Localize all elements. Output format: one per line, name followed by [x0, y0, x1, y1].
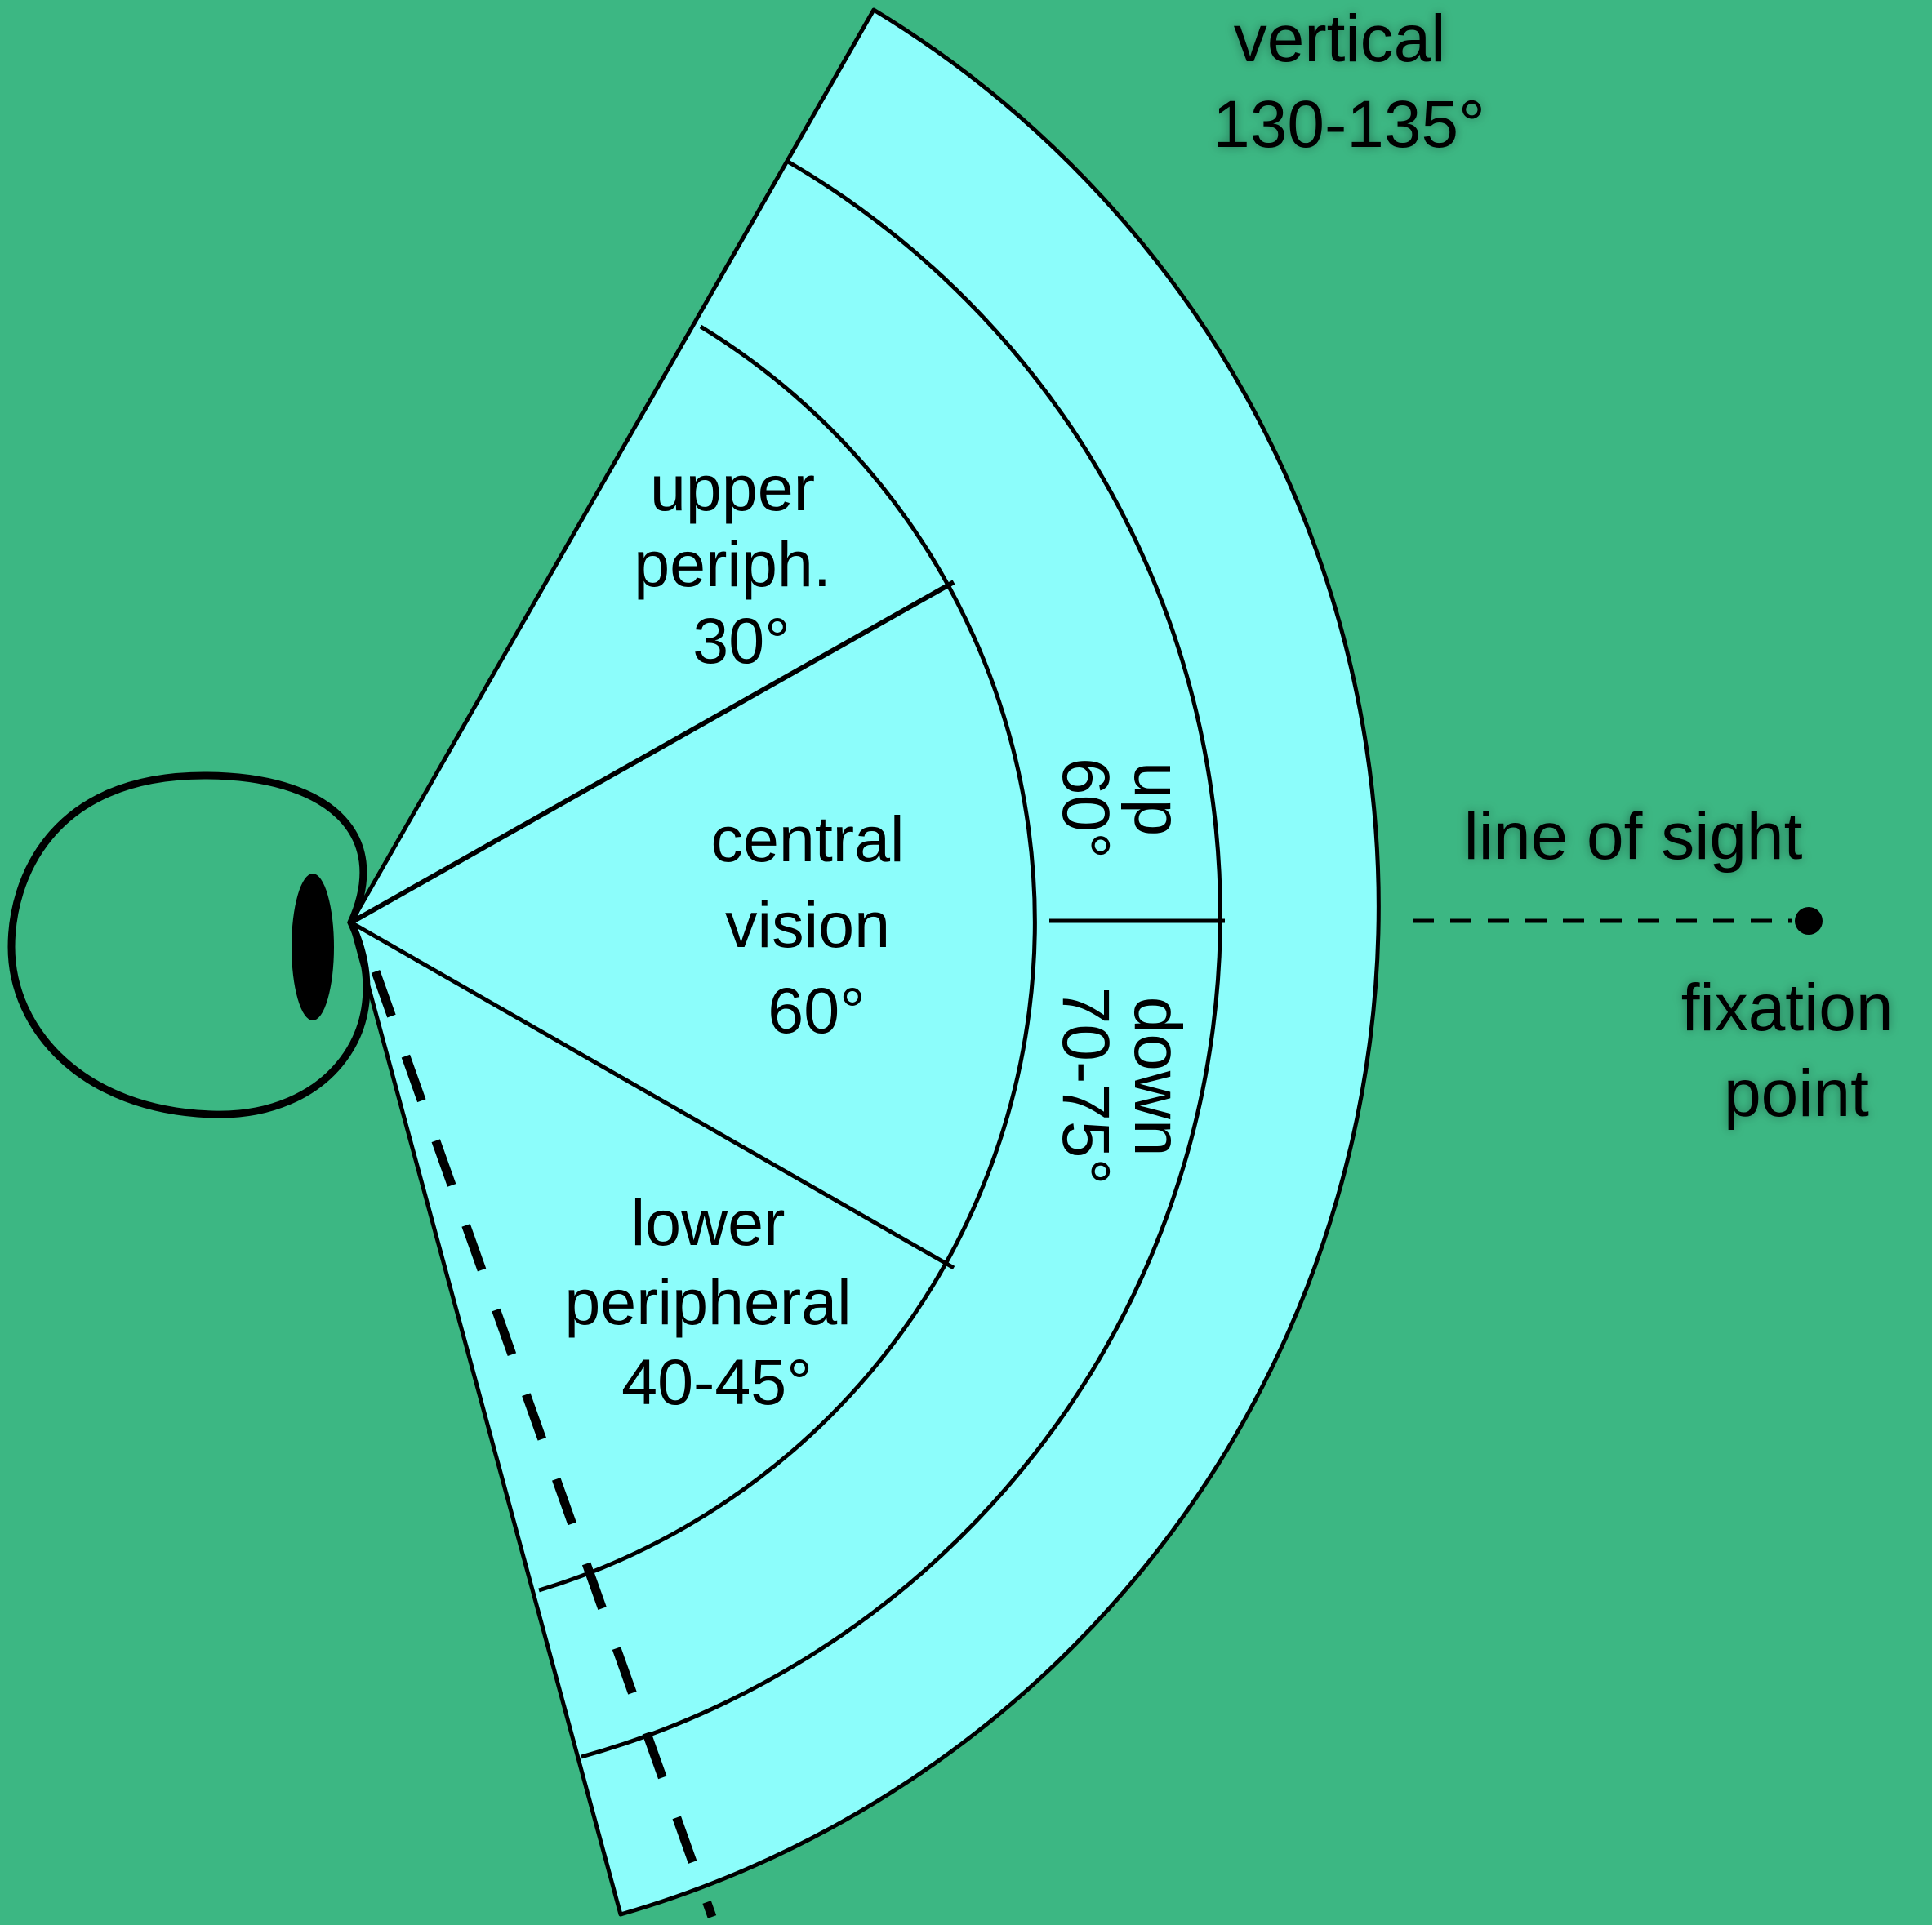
eye-outline [7, 771, 371, 1118]
vertical-field-fan [349, 7, 1381, 1917]
lower-central-divider [349, 920, 955, 1270]
lower-periph-label: lower peripheral 40-45° [564, 1186, 869, 1418]
upper-central-divider [349, 580, 955, 925]
central-vision-label: central vision 60° [710, 802, 922, 1047]
middle-ring-arc [581, 159, 1222, 1759]
upper-periph-label: upper periph. 30° [634, 451, 849, 677]
fixation-point-dot [1795, 907, 1823, 935]
fixation-point-label: fixation point [1681, 971, 1912, 1131]
svg-text:up 60°: up 60° [1048, 758, 1195, 859]
dashed-reference-line [371, 970, 717, 1918]
svg-text:down 70-75°: down 70-75° [1048, 987, 1195, 1185]
up-label: up 60° [1048, 758, 1195, 859]
line-of-sight-label: line of sight [1464, 799, 1803, 874]
inner-ring-arc [538, 324, 1037, 1593]
vertical-label: vertical 130-135° [1213, 2, 1485, 162]
down-label: down 70-75° [1048, 987, 1195, 1185]
eye-pupil [292, 874, 334, 1020]
